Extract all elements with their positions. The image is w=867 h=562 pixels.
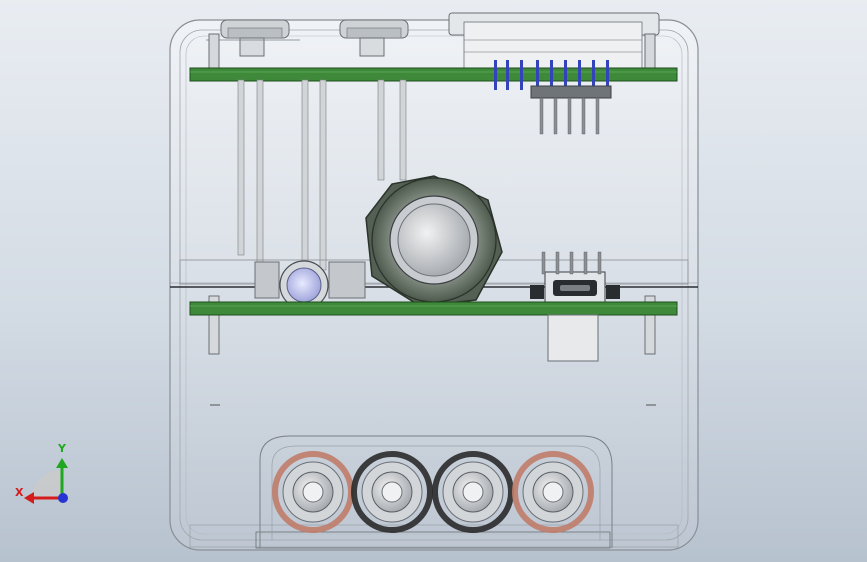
pcb-top[interactable] <box>189 67 678 82</box>
header-pin-long <box>581 97 586 135</box>
header-pin-long <box>553 97 558 135</box>
usb-pin <box>541 251 546 275</box>
jack-outer-ring <box>432 451 514 533</box>
top-potentiometer-left[interactable] <box>206 19 300 57</box>
pin-header-block[interactable] <box>530 85 612 99</box>
header-pin <box>564 60 567 90</box>
usb-pin <box>583 251 588 275</box>
jack-outer-ring <box>512 451 594 533</box>
long-pins <box>539 97 600 135</box>
y-axis-arrow-head <box>56 458 68 468</box>
usb-header-pins <box>541 251 602 275</box>
jack-hole <box>302 481 324 503</box>
axis-triad[interactable] <box>24 458 68 504</box>
y-axis-label: Y <box>58 442 66 455</box>
header-pin <box>536 60 539 90</box>
header-pin <box>550 60 553 90</box>
jack-hole <box>542 481 564 503</box>
header-pin <box>606 60 609 90</box>
jack-outer-ring <box>351 451 433 533</box>
usb-pin <box>555 251 560 275</box>
header-pin <box>520 60 523 90</box>
header-pin-long <box>595 97 600 135</box>
usb-pin <box>569 251 574 275</box>
header-pin-long <box>567 97 572 135</box>
rotary-encoder[interactable] <box>365 175 503 307</box>
top-potentiometer-right[interactable] <box>339 19 409 57</box>
header-pin <box>506 60 509 90</box>
top-connector-housing[interactable] <box>448 12 660 69</box>
header-pin <box>578 60 581 90</box>
jack-hole <box>381 481 403 503</box>
z-axis-dot <box>58 493 68 503</box>
usb-pin <box>597 251 602 275</box>
pcb-bottom[interactable] <box>189 301 678 362</box>
jack-hole <box>462 481 484 503</box>
header-pin <box>592 60 595 90</box>
micro-usb-connector[interactable] <box>530 271 620 303</box>
header-pin-long <box>539 97 544 135</box>
header-pin <box>494 60 497 90</box>
audio-jacks[interactable] <box>272 451 594 533</box>
jack-housing <box>259 435 613 548</box>
x-axis-label: X <box>15 486 24 499</box>
push-button[interactable] <box>279 260 329 310</box>
header-pins <box>494 60 609 90</box>
x-axis-arrow-head <box>24 492 34 504</box>
